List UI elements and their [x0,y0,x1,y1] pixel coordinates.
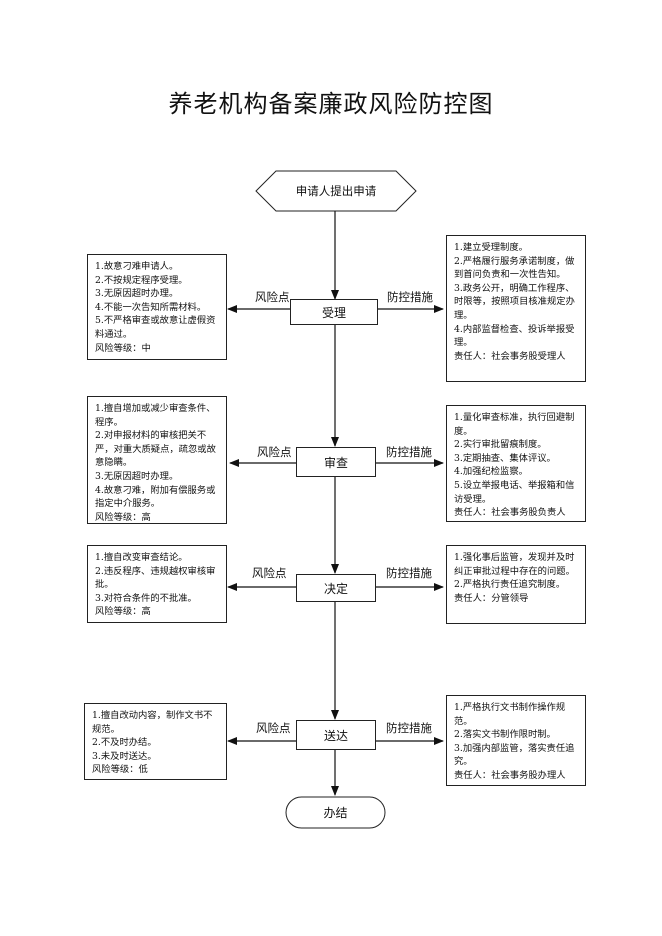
risk-item: 3.无原因超时办理。 [95,470,179,482]
measure-item: 1.建立受理制度。 [454,242,528,253]
end-terminal [285,796,386,829]
risk-item: 5.不严格审查或故意让虚假资料通过。 [95,315,216,340]
risk-item: 4.不能一次告知所需材料。 [95,301,207,313]
measure-item: 2.严格履行服务承诺制度，做到首问负责和一次性告知。 [454,255,575,281]
responsible-person: 责任人：分管领导 [454,592,529,604]
risk-box-3: 1.擅自改变审查结论。 2.违反程序、违规越权审核审批。 3.对符合条件的不批准… [87,545,227,623]
risk-item: 4.故意刁难，附加有偿服务或指定中介服务。 [95,484,216,510]
responsible-person: 责任人：社会事务股受理人 [454,350,566,362]
measure-item: 1.强化事后监管，发现并及时纠正审批过程中存在的问题。 [454,552,575,577]
risk-item: 3.对符合条件的不批准。 [95,592,197,604]
risk-item: 2.不按规定程序受理。 [95,274,188,286]
measure-item: 2.实行审批留痕制度。 [454,439,547,451]
risk-item: 2.对申报材料的审核把关不严，对重大质疑点，疏忽或故意隐瞒。 [95,430,216,469]
risk-item: 1.擅自改动内容，制作文书不规范。 [92,710,213,735]
measure-item: 3.政务公开，明确工作程序、时限等，按照项目核准规定办理。 [454,282,575,321]
risk-level: 风险等级：高 [95,511,151,523]
measure-item: 3.加强内部监管，落实责任追究。 [454,742,575,768]
risk-item: 3.无原因超时办理。 [95,288,179,300]
risk-box-1: 1.故意刁难申请人。 2.不按规定程序受理。 3.无原因超时办理。 4.不能一次… [87,254,227,360]
risk-box-2: 1.擅自增加或减少审查条件、程序。 2.对申报材料的审核把关不严，对重大质疑点，… [87,396,227,524]
risk-item: 1.故意刁难申请人。 [95,261,179,272]
measure-item: 4.加强纪检监察。 [454,466,528,478]
measure-box-1: 1.建立受理制度。 2.严格履行服务承诺制度，做到首问负责和一次性告知。 3.政… [446,235,586,382]
measure-item: 2.严格执行责任追究制度。 [454,579,566,591]
measure-item: 5.设立举报电话、举报箱和信访受理。 [454,479,575,505]
risk-item: 3.未及时送达。 [92,750,157,762]
measure-label-1: 防控措施 [387,290,433,304]
risk-label-4: 风险点 [256,721,291,735]
measure-label-4: 防控措施 [386,721,432,735]
risk-level: 风险等级：中 [95,342,151,354]
risk-box-4: 1.擅自改动内容，制作文书不规范。 2.不及时办结。 3.未及时送达。 风险等级… [84,703,227,780]
measure-label-3: 防控措施 [386,566,432,580]
measure-box-3: 1.强化事后监管，发现并及时纠正审批过程中存在的问题。 2.严格执行责任追究制度… [446,545,586,624]
responsible-person: 责任人：社会事务股办理人 [454,769,566,781]
measure-label-2: 防控措施 [386,445,432,459]
measure-item: 2.落实文书制作限时制。 [454,729,556,741]
risk-label-2: 风险点 [257,445,292,459]
measure-box-4: 1.严格执行文书制作操作规范。 2.落实文书制作限时制。 3.加强内部监管，落实… [446,695,586,786]
measure-item: 1.严格执行文书制作操作规范。 [454,702,566,727]
measure-item: 1.量化审查标准，执行回避制度。 [454,412,575,437]
risk-label-3: 风险点 [252,566,287,580]
end-node-label: 办结 [323,806,348,820]
step-review: 审查 [296,447,376,477]
start-hexagon [255,170,417,212]
measure-item: 3.定期抽查、集体评议。 [454,452,556,464]
risk-item: 2.不及时办结。 [92,737,157,749]
risk-item: 1.擅自增加或减少审查条件、程序。 [95,403,216,428]
measure-box-2: 1.量化审查标准，执行回避制度。 2.实行审批留痕制度。 3.定期抽查、集体评议… [446,405,586,522]
start-node-label: 申请人提出申请 [295,184,377,198]
risk-level: 风险等级：高 [95,606,151,618]
risk-item: 2.违反程序、违规越权审核审批。 [95,565,216,591]
step-deliver: 送达 [296,720,376,750]
step-decision: 决定 [296,574,376,602]
measure-item: 4.内部监督检查、投诉举报受理。 [454,323,575,349]
step-accept: 受理 [290,299,378,325]
responsible-person: 责任人：社会事务股负责人 [454,507,566,519]
risk-level: 风险等级：低 [92,764,148,776]
risk-item: 1.擅自改变审查结论。 [95,552,188,563]
page-title: 养老机构备案廉政风险防控图 [168,90,494,118]
risk-label-1: 风险点 [255,290,290,304]
